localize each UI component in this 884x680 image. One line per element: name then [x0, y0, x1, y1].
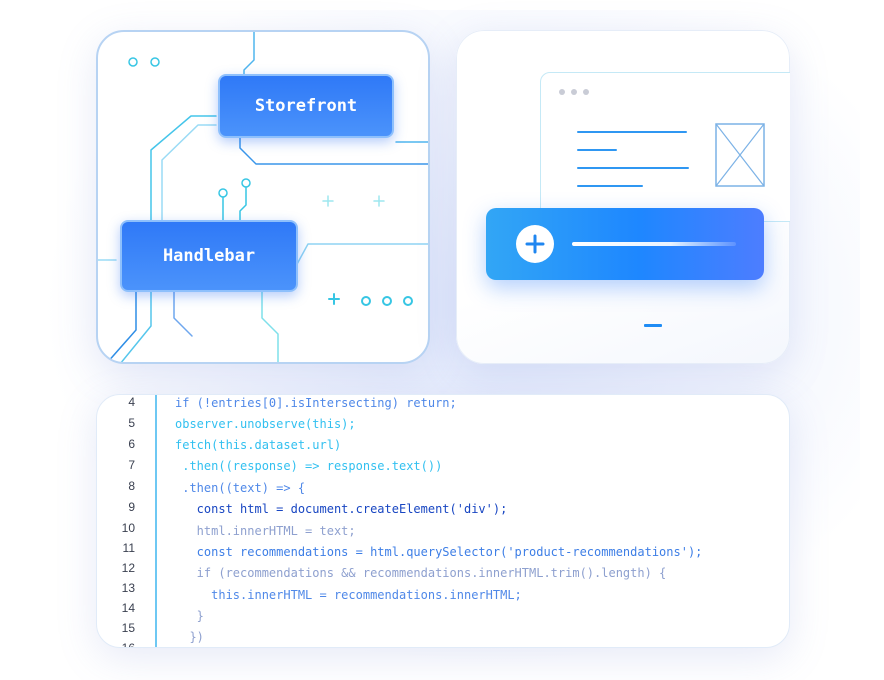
text-line — [577, 131, 687, 133]
line-number: 14 — [121, 601, 135, 615]
line-number: 6 — [128, 437, 135, 451]
window-dot — [583, 89, 589, 95]
storefront-chip: Storefront — [218, 74, 394, 138]
code-line: this.innerHTML = recommendations.innerHT… — [175, 588, 522, 602]
text-line — [577, 149, 617, 151]
handlebar-chip: Handlebar — [120, 220, 298, 292]
code-line: } — [175, 609, 204, 623]
text-line — [577, 185, 643, 187]
line-number: 4 — [128, 395, 135, 409]
line-number: 16 — [121, 641, 135, 648]
code-editor-card: 4 5 6 7 8 9 10 11 12 13 14 15 16 if (!en… — [96, 394, 790, 648]
circuit-traces — [98, 32, 428, 362]
line-number: 13 — [121, 581, 135, 595]
code-line: fetch(this.dataset.url) — [175, 438, 342, 452]
gutter-divider — [155, 395, 157, 647]
storefront-label: Storefront — [254, 96, 358, 116]
line-number: 9 — [128, 500, 135, 514]
line-number: 12 — [121, 561, 135, 575]
handlebar-label: Handlebar — [162, 246, 256, 266]
circuit-card: Storefront Handlebar — [96, 30, 430, 364]
image-placeholder-icon — [715, 123, 765, 187]
line-number: 7 — [128, 458, 135, 472]
code-line: .then((text) => { — [175, 481, 306, 495]
input-track — [572, 242, 736, 246]
browser-window — [540, 72, 790, 222]
browser-card — [456, 30, 790, 364]
code-line: if (!entries[0].isIntersecting) return; — [175, 396, 457, 410]
plus-icon — [525, 234, 545, 254]
window-dot — [559, 89, 565, 95]
code-line: observer.unobserve(this); — [175, 417, 356, 431]
code-line: if (recommendations && recommendations.i… — [175, 566, 667, 580]
line-number: 11 — [122, 541, 135, 555]
code-line: const recommendations = html.querySelect… — [175, 545, 703, 559]
add-button[interactable] — [516, 225, 554, 263]
line-number: 15 — [121, 621, 135, 635]
code-line: .then((response) => response.text()) — [175, 459, 443, 473]
code-line: html.innerHTML = text; — [175, 524, 356, 538]
line-number: 8 — [128, 479, 135, 493]
window-dot — [571, 89, 577, 95]
code-line: }) — [175, 630, 204, 644]
code-line: const html = document.createElement('div… — [175, 502, 508, 516]
text-line — [577, 167, 689, 169]
add-item-bar[interactable] — [486, 208, 764, 280]
minus-icon — [644, 324, 662, 327]
line-number: 5 — [128, 416, 135, 430]
line-number: 10 — [121, 521, 135, 535]
